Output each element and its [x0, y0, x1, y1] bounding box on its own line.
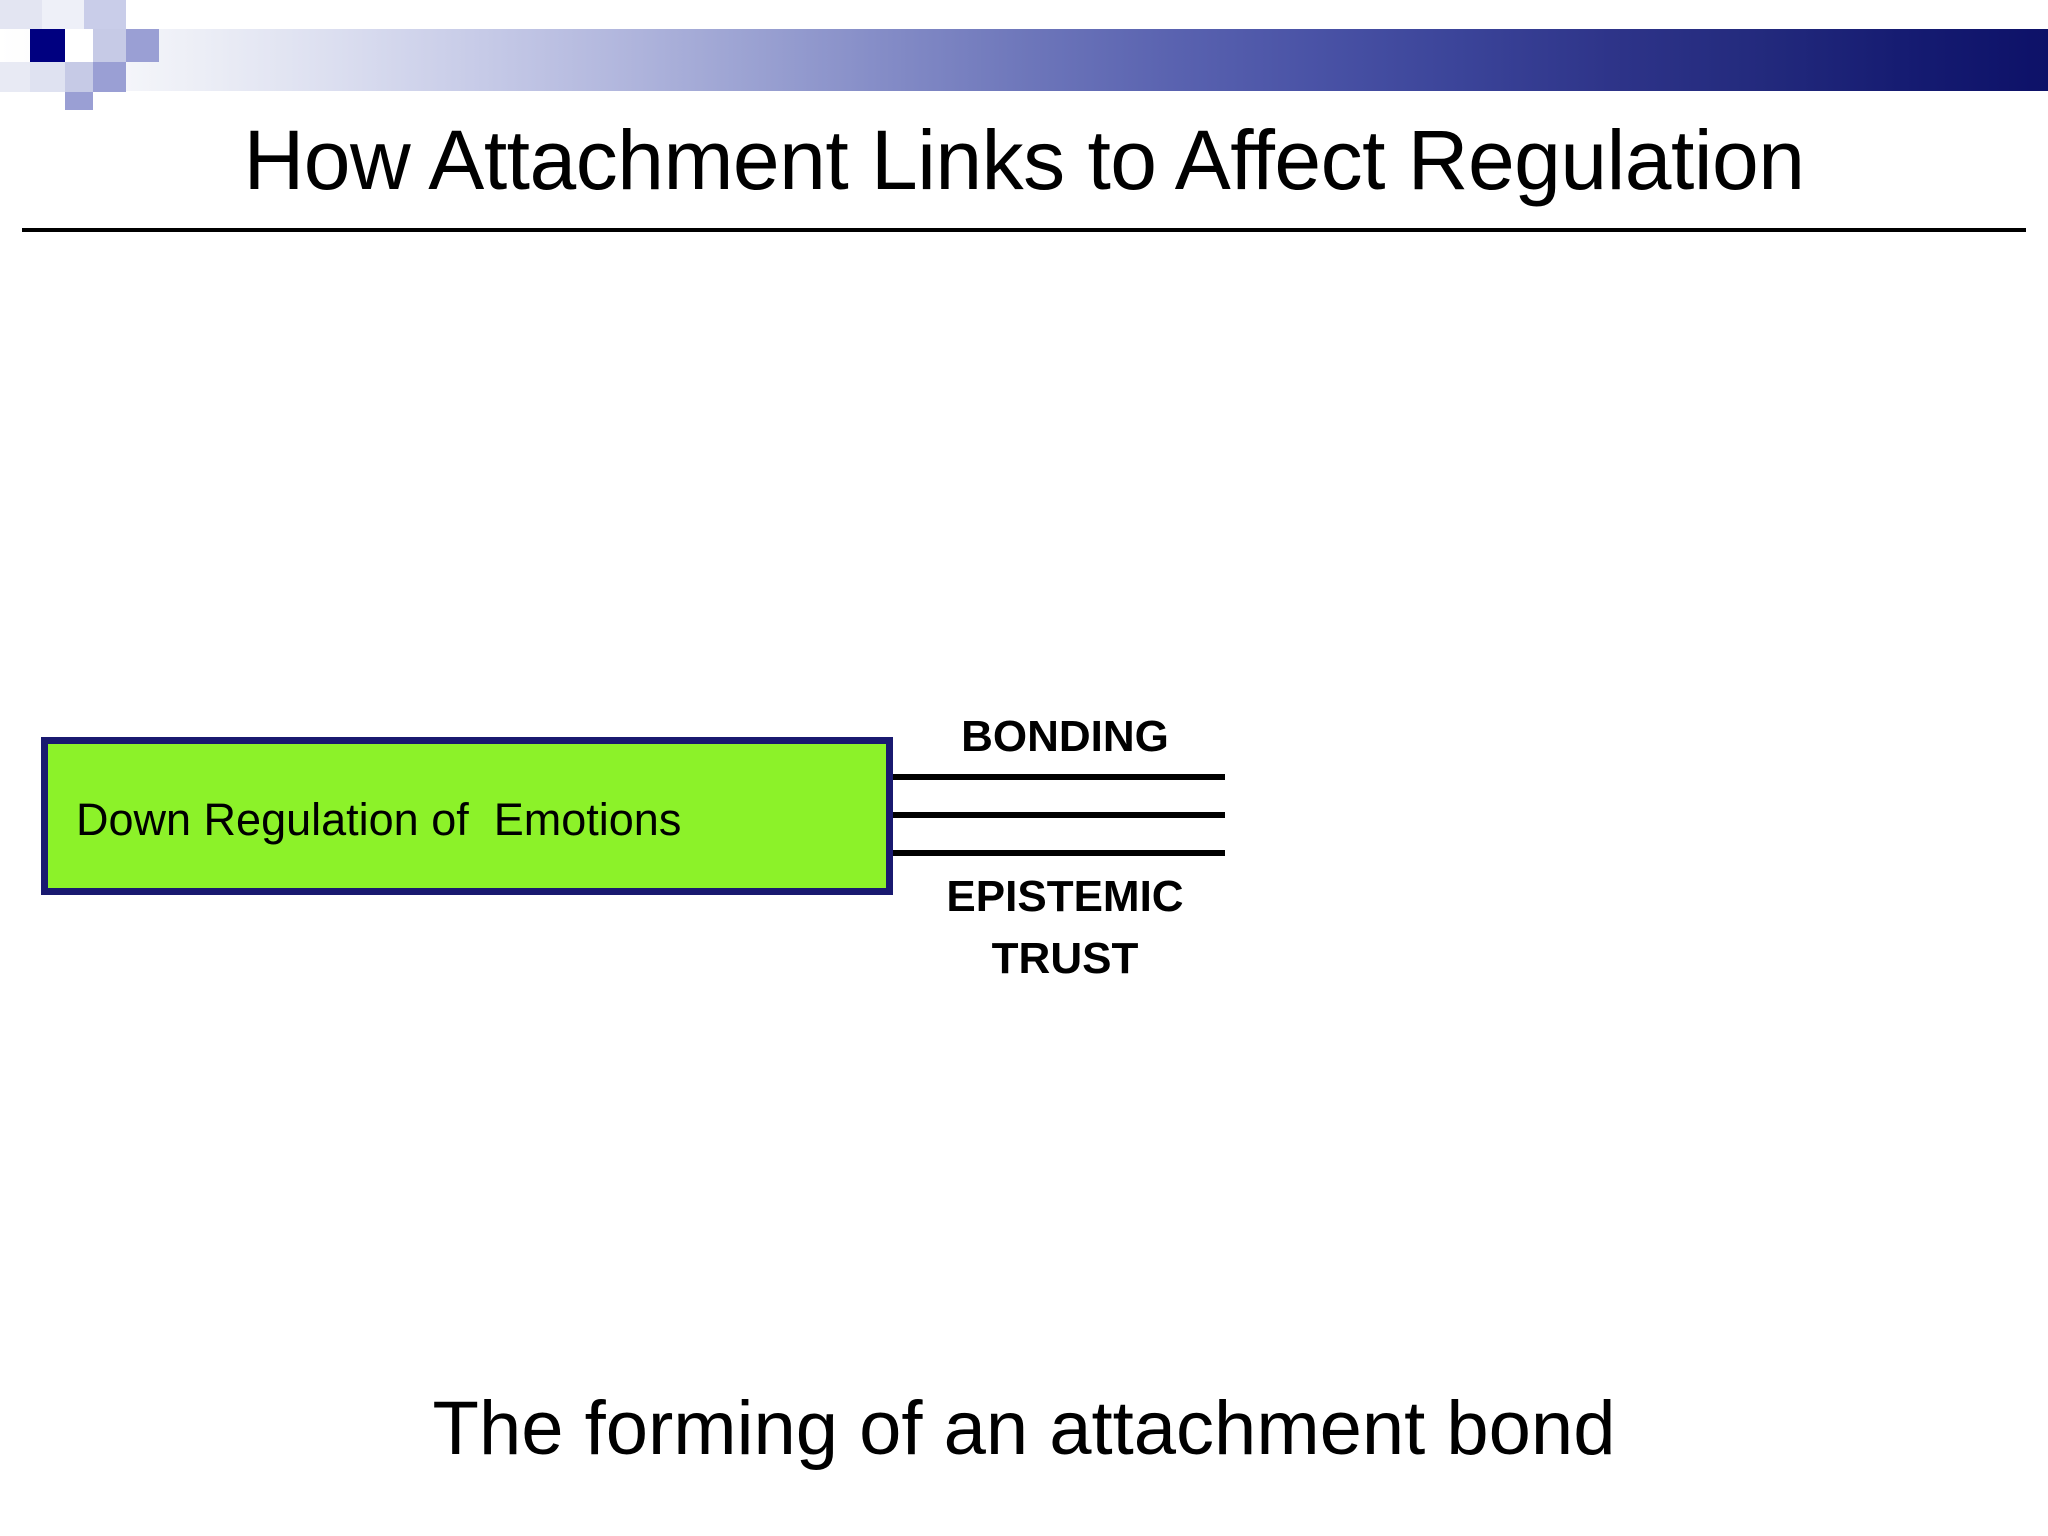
gradient-band	[0, 29, 2048, 91]
deco-square-tint-12	[0, 62, 30, 92]
deco-square-tint-10	[93, 62, 126, 92]
deco-square-accent-navy	[30, 29, 65, 62]
title-divider	[22, 228, 2026, 232]
deco-square-tint-5	[65, 29, 93, 62]
deco-square-tint-7	[126, 29, 159, 62]
deco-square-tint-11	[65, 92, 93, 110]
down-regulation-box-label: Down Regulation of Emotions	[76, 794, 682, 845]
deco-square-tint-6	[93, 29, 126, 62]
connector-line-middle	[893, 812, 1225, 818]
deco-square-tint-1	[0, 0, 42, 29]
epistemic-trust-label: EPISTEMIC TRUST	[880, 866, 1250, 990]
epistemic-trust-line-2: TRUST	[991, 934, 1139, 983]
deco-square-tint-3	[84, 0, 126, 29]
header-decoration	[0, 0, 2048, 110]
epistemic-trust-line-1: EPISTEMIC	[946, 872, 1184, 921]
deco-square-tint-4	[126, 0, 168, 29]
bonding-label: BONDING	[961, 712, 1169, 761]
deco-square-tint-2	[42, 0, 84, 29]
slide-caption: The forming of an attachment bond	[432, 1386, 1616, 1471]
deco-square-tint-9	[65, 62, 93, 92]
connector-line-top	[893, 774, 1225, 780]
down-regulation-box[interactable]: Down Regulation of Emotions	[41, 737, 893, 895]
connector-line-bottom	[893, 850, 1225, 856]
deco-square-tint-8	[30, 62, 65, 92]
page-title: How Attachment Links to Affect Regulatio…	[243, 113, 1805, 207]
